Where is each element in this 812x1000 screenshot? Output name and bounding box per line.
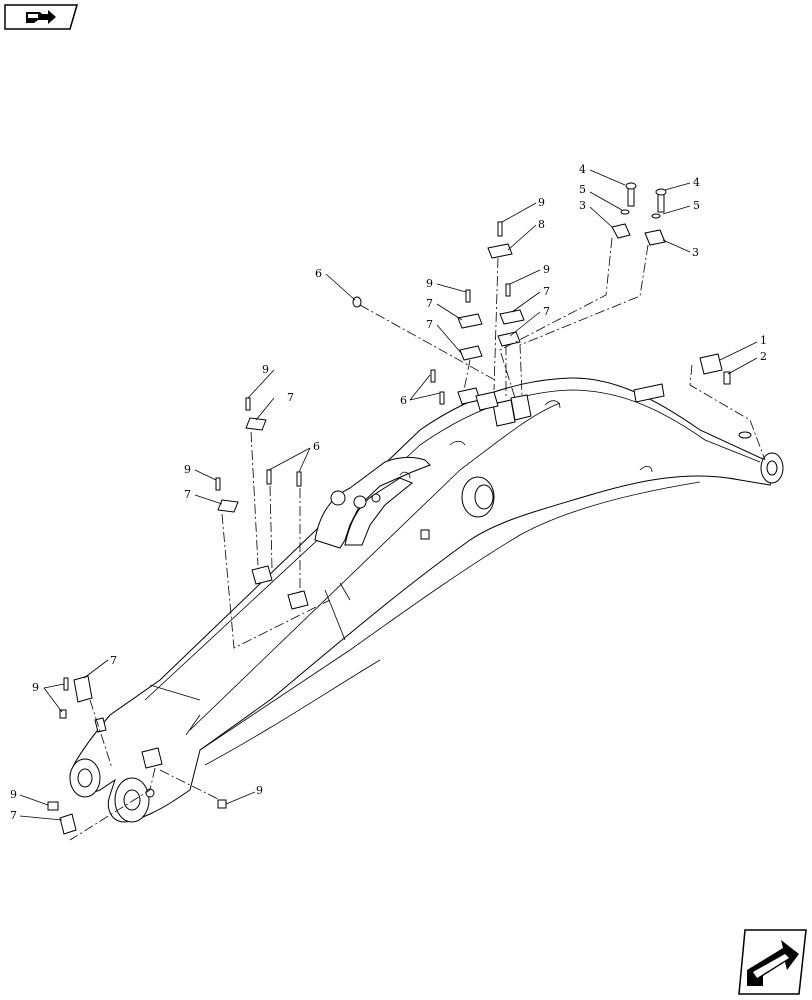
callout-9: 9 xyxy=(10,788,17,801)
callout-9: 9 xyxy=(32,681,39,694)
callout-9: 9 xyxy=(262,363,269,376)
callout-4: 4 xyxy=(693,176,700,189)
parts-group xyxy=(47,182,731,835)
callout-8: 8 xyxy=(538,218,545,231)
callout-9: 9 xyxy=(426,277,433,290)
callout-4: 4 xyxy=(579,163,586,176)
callout-2: 2 xyxy=(760,350,767,363)
callout-1: 1 xyxy=(760,334,767,347)
callout-9: 9 xyxy=(543,263,550,276)
leader-lines xyxy=(19,169,758,821)
callout-7: 7 xyxy=(543,305,550,318)
callout-7: 7 xyxy=(426,297,433,310)
callout-5: 5 xyxy=(693,199,700,212)
callout-9: 9 xyxy=(538,196,545,209)
callout-9: 9 xyxy=(184,463,191,476)
callout-6: 6 xyxy=(400,394,407,407)
assembly-center-lines xyxy=(69,237,766,841)
callout-9: 9 xyxy=(256,784,263,797)
excavator-boom xyxy=(69,377,784,823)
callout-labels: 1 2 3 3 4 4 5 5 6 6 6 7 7 7 7 7 7 7 7 8 … xyxy=(10,163,767,822)
next-page-arrow-icon[interactable] xyxy=(737,928,808,996)
callout-3: 3 xyxy=(579,199,586,212)
callout-7: 7 xyxy=(543,285,550,298)
callout-7: 7 xyxy=(287,391,294,404)
callout-6: 6 xyxy=(313,440,320,453)
callout-7: 7 xyxy=(426,318,433,331)
callout-6: 6 xyxy=(315,267,322,280)
callout-3: 3 xyxy=(692,246,699,259)
book-with-arrow-icon[interactable] xyxy=(4,4,78,30)
callout-7: 7 xyxy=(110,654,117,667)
callout-7: 7 xyxy=(10,809,17,822)
callout-7: 7 xyxy=(184,488,191,501)
callout-5: 5 xyxy=(579,183,586,196)
